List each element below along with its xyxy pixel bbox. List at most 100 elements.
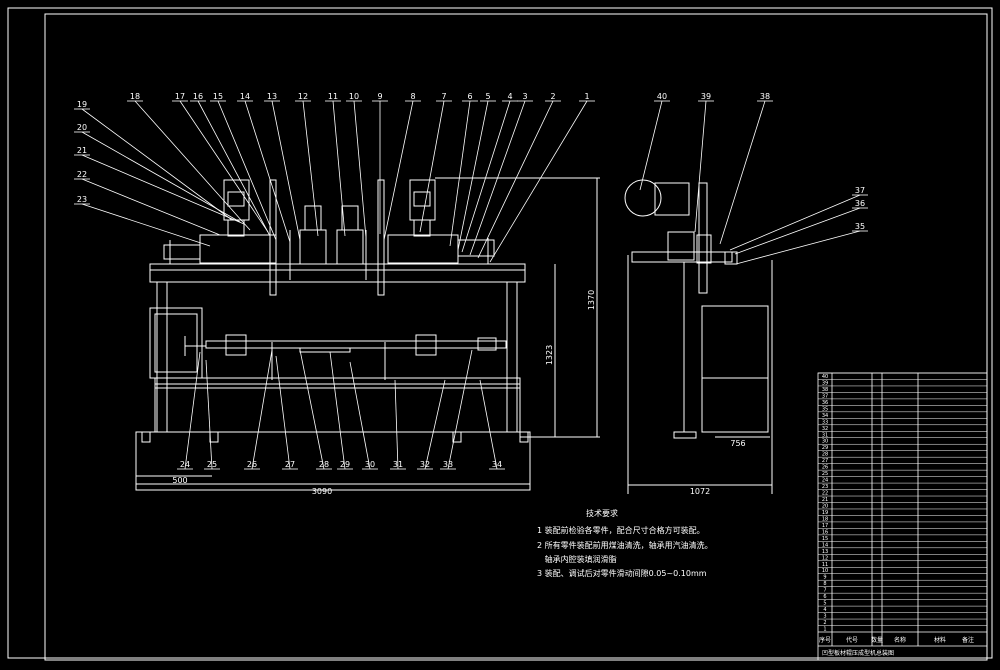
balloon-7: 7 [441, 92, 446, 101]
dim-side-width: 1072 [690, 487, 710, 496]
bom-row-number: 16 [822, 529, 828, 535]
bom-row-number: 14 [822, 542, 828, 548]
leader-line [81, 203, 211, 247]
balloon-23: 23 [77, 195, 87, 204]
balloon-24: 24 [180, 460, 190, 469]
balloon-22: 22 [77, 170, 87, 179]
foundation [135, 431, 531, 491]
bom-row-number: 40 [822, 374, 828, 380]
motor-box [149, 307, 203, 379]
bom-row-number: 22 [822, 491, 828, 497]
leader-line [179, 100, 269, 233]
bom-row-number: 30 [822, 439, 828, 445]
dim-overall-height: 1370 [587, 290, 596, 310]
leader-line [184, 351, 201, 470]
bom-row-number: 39 [822, 380, 828, 386]
bom-row-number: 18 [822, 516, 828, 522]
balloon-14: 14 [240, 92, 250, 101]
bom-row-number: 11 [822, 562, 828, 568]
bom-table [817, 372, 988, 661]
bom-row-number: 26 [822, 465, 828, 471]
bom-row-number: 36 [822, 400, 828, 406]
bom-row-number: 25 [822, 471, 828, 477]
balloon-33: 33 [443, 460, 453, 469]
bom-rows: 4039383736353433323130292827262524232221… [818, 372, 987, 633]
balloon-2: 2 [550, 92, 555, 101]
balloon-4: 4 [507, 92, 512, 101]
leader-line [244, 100, 291, 243]
leader-line [275, 355, 291, 470]
dim-cabinet-width: 756 [730, 439, 745, 448]
leader-line [447, 349, 473, 470]
top-plate [149, 263, 526, 283]
balloon-25: 25 [207, 460, 217, 469]
bom-row-number: 13 [822, 549, 828, 555]
bom-row-number: 12 [822, 555, 828, 561]
balloon-35: 35 [855, 222, 865, 231]
leader-line [383, 100, 414, 241]
leader-line [419, 100, 445, 233]
bom-row-number: 7 [823, 588, 826, 594]
bom-row-number: 33 [822, 419, 828, 425]
leader-line [461, 100, 511, 253]
leader-line [639, 100, 663, 191]
tech-req-item-1: 1 装配前检验各零件，配合尺寸合格方可装配。 [537, 525, 705, 535]
left-leg [156, 281, 168, 433]
leader-line [489, 100, 588, 263]
bom-row-number: 32 [822, 426, 828, 432]
bom-row-number: 23 [822, 484, 828, 490]
leader-line [394, 379, 399, 470]
bom-row-number: 37 [822, 393, 828, 399]
balloon-38: 38 [760, 92, 770, 101]
leader-line [735, 230, 861, 265]
balloon-19: 19 [77, 100, 87, 109]
balloon-1: 1 [584, 92, 589, 101]
balloon-8: 8 [410, 92, 415, 101]
dim-left-offset: 500 [172, 476, 187, 485]
bom-row-number: 4 [823, 607, 826, 613]
leader-line [251, 349, 273, 470]
leader-line [734, 207, 861, 255]
drive-shaft [205, 340, 507, 349]
leader-line [329, 351, 346, 470]
bom-row-number: 17 [822, 523, 828, 529]
leader-line [424, 379, 446, 470]
bom-footer-remark: 备注 [962, 636, 974, 644]
bom-row-number: 34 [822, 413, 828, 419]
balloon-10: 10 [349, 92, 359, 101]
balloon-leaders [74, 100, 868, 470]
leader-line [469, 100, 526, 256]
bom-row-number: 9 [823, 575, 826, 581]
leader-line [134, 100, 251, 231]
bom-row-number: 21 [822, 497, 828, 503]
balloon-18: 18 [130, 92, 140, 101]
balloon-3: 3 [522, 92, 527, 101]
bom-row-number: 19 [822, 510, 828, 516]
leader-line [81, 178, 221, 236]
leader-line [302, 100, 319, 237]
balloon-30: 30 [365, 460, 375, 469]
balloon-17: 17 [175, 92, 185, 101]
bom-row-number: 24 [822, 478, 828, 484]
balloon-12: 12 [298, 92, 308, 101]
leader-line [299, 349, 325, 470]
balloon-29: 29 [340, 460, 350, 469]
leader-line [457, 100, 489, 251]
leader-line [349, 361, 371, 470]
balloon-9: 9 [377, 92, 382, 101]
bom-row-number: 3 [823, 614, 826, 620]
bom-row-number: 31 [822, 432, 828, 438]
right-leg [506, 281, 518, 433]
leader-line [449, 100, 471, 247]
title-block: 凹型板材辊压成型机总装图 [822, 649, 894, 657]
balloon-36: 36 [855, 199, 865, 208]
balloon-28: 28 [319, 460, 329, 469]
bom-row-number: 27 [822, 458, 828, 464]
leader-line [353, 100, 367, 239]
tech-req-item-2: 2 所有零件装配前用煤油清洗，轴承用汽油清洗。 [537, 540, 713, 550]
balloon-27: 27 [285, 460, 295, 469]
bom-row-number: 6 [823, 594, 826, 600]
leader-line [477, 100, 554, 259]
bom-row-number: 1 [823, 627, 826, 633]
